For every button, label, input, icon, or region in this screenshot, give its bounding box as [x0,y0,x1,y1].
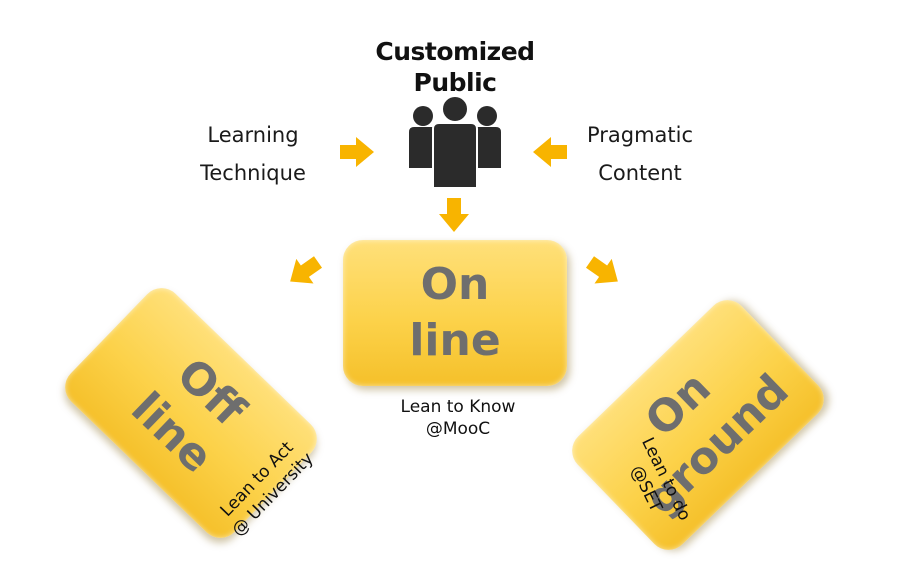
offline-label: Off line [121,348,255,483]
arrow-to-onground [581,249,627,294]
online-box: On line [343,240,567,386]
right-input-line-1: Pragmatic [586,123,694,147]
learning-technique-label: Learning Technique [173,116,333,192]
pragmatic-content-label: Pragmatic Content [560,116,720,192]
arrow-learning-to-public [340,137,374,167]
online-label: On line [409,259,501,366]
left-input-line-2: Technique [200,161,306,185]
arrow-to-offline [281,249,327,294]
arrow-content-to-public [533,137,567,167]
right-input-line-2: Content [598,161,682,185]
left-input-line-1: Learning [207,123,299,147]
title-line-2: Public [413,68,497,97]
arrow-public-to-online [439,198,469,232]
online-caption: Lean to Know @MooC [400,397,516,439]
group-people-icon [409,95,501,189]
title-line-1: Customized [375,37,535,66]
diagram-title: Customized Public [340,36,570,98]
